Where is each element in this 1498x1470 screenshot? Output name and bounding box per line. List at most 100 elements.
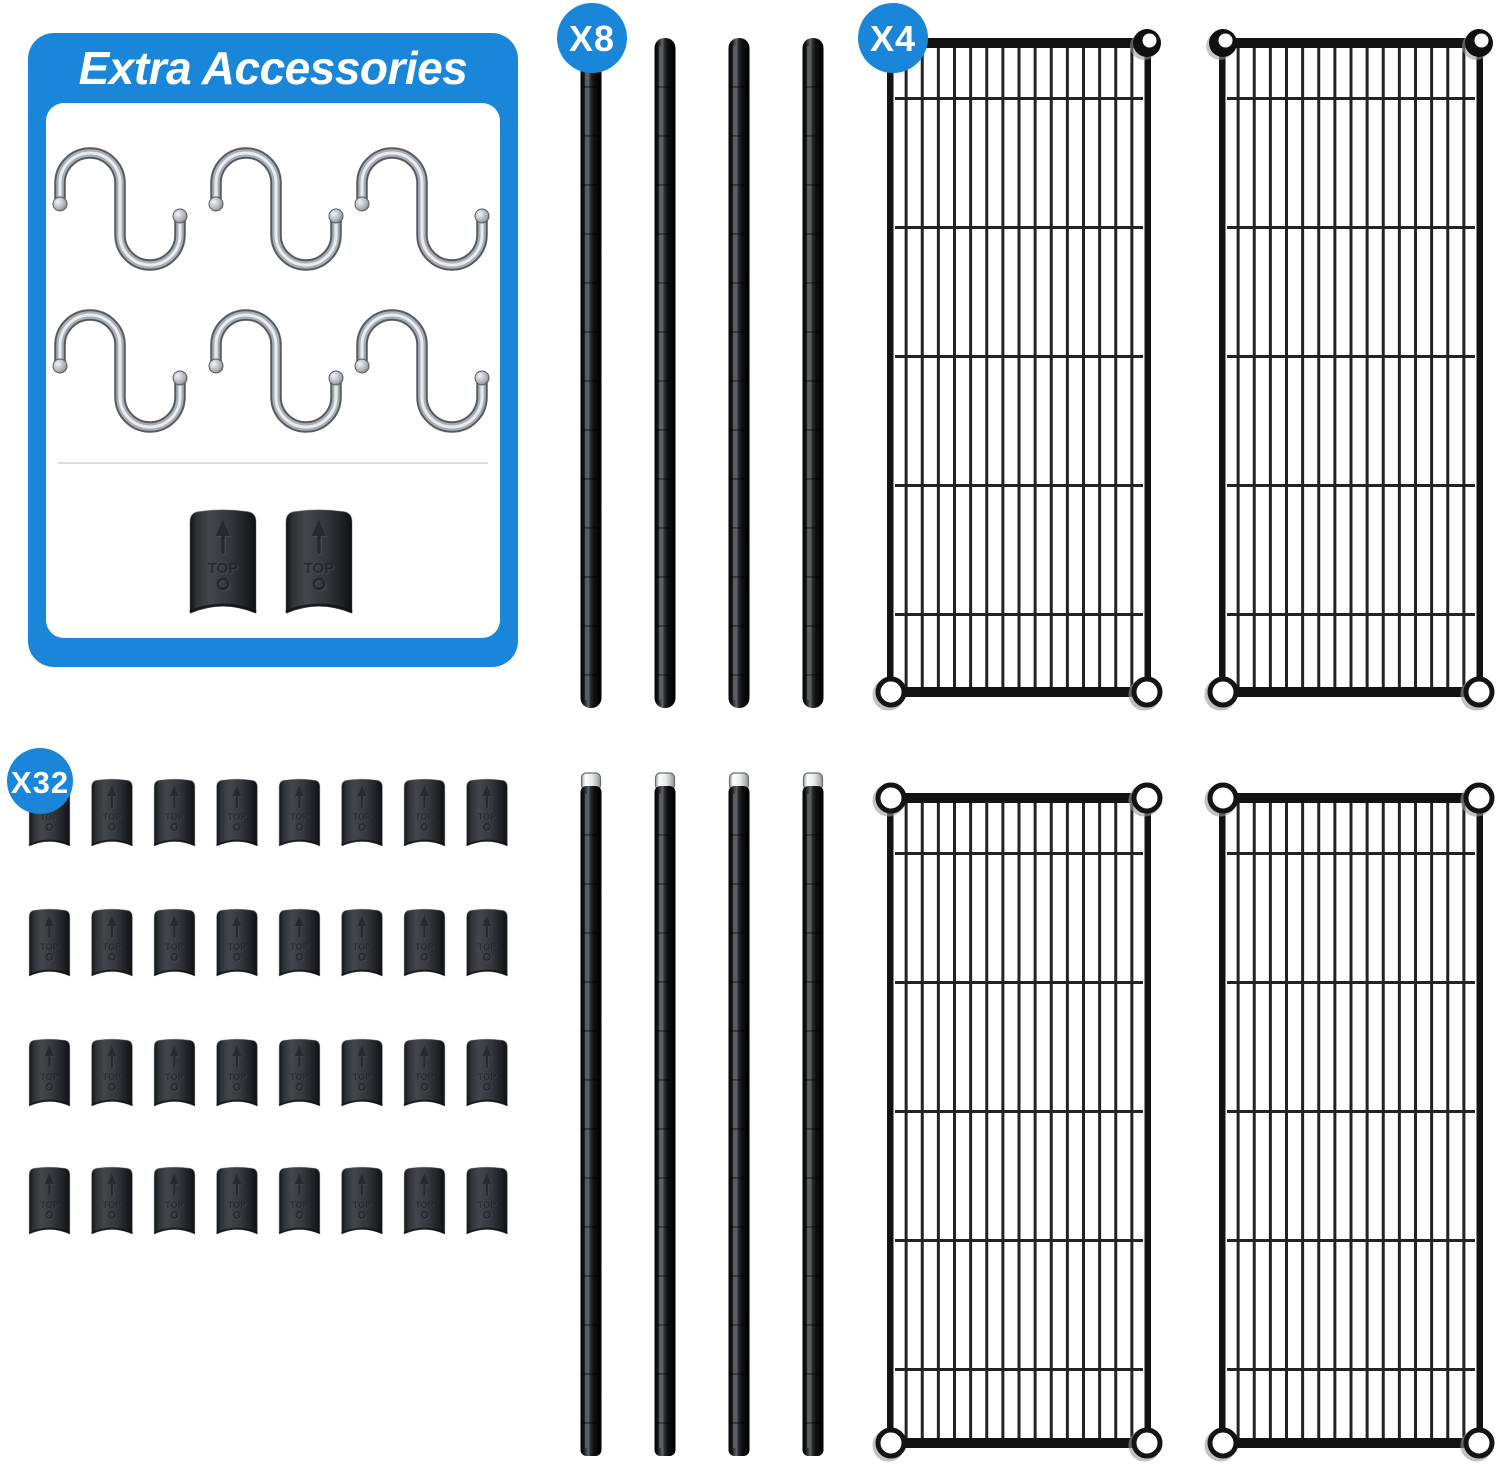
svg-text:TOP: TOP bbox=[291, 1073, 310, 1083]
s-hook bbox=[52, 147, 188, 271]
pole-sleeve: TOP TOP bbox=[153, 778, 196, 847]
svg-text:TOP: TOP bbox=[166, 1201, 185, 1211]
svg-text:TOP: TOP bbox=[40, 812, 59, 822]
pole-sleeve: TOP TOP bbox=[278, 908, 321, 977]
shelf-corner-ring bbox=[1128, 676, 1163, 711]
pole-sleeve: TOP TOP bbox=[91, 778, 133, 847]
shelf-pole bbox=[728, 38, 750, 708]
svg-text:TOP: TOP bbox=[305, 561, 336, 578]
svg-text:TOP: TOP bbox=[103, 1072, 122, 1082]
shelf-corner-ring bbox=[1460, 1427, 1495, 1462]
pole-sleeve: TOP TOP bbox=[28, 1038, 71, 1107]
pole-sleeve: TOP TOP bbox=[341, 778, 383, 847]
svg-text:TOP: TOP bbox=[228, 942, 247, 952]
pole-sleeve: TOP TOP bbox=[153, 1038, 196, 1107]
svg-text:TOP: TOP bbox=[41, 1073, 60, 1083]
pole-sleeve: TOP TOP bbox=[153, 908, 196, 977]
shelf-corner-ring bbox=[872, 676, 907, 711]
badge-sleeves-circle bbox=[7, 748, 73, 814]
svg-text:TOP: TOP bbox=[353, 942, 372, 952]
svg-text:TOP: TOP bbox=[103, 943, 122, 953]
svg-text:TOP: TOP bbox=[478, 1201, 497, 1211]
pole-sleeve: TOP TOP bbox=[278, 778, 321, 847]
pole-sleeve: TOP TOP bbox=[403, 908, 446, 977]
svg-text:TOP: TOP bbox=[478, 813, 497, 823]
shelf-corner-ring bbox=[1204, 1427, 1239, 1462]
svg-text:TOP: TOP bbox=[353, 1200, 372, 1210]
shelf-corner-ring bbox=[1206, 29, 1237, 60]
shelf-corner-ring bbox=[1204, 782, 1239, 817]
svg-text:TOP: TOP bbox=[103, 812, 122, 822]
svg-text:TOP: TOP bbox=[415, 1072, 434, 1082]
svg-text:TOP: TOP bbox=[415, 1200, 434, 1210]
shelf-corner-ring bbox=[1204, 676, 1239, 711]
svg-text:TOP: TOP bbox=[415, 942, 434, 952]
svg-text:TOP: TOP bbox=[103, 1200, 122, 1210]
svg-text:TOP: TOP bbox=[291, 943, 310, 953]
pole-sleeve: TOP TOP bbox=[285, 509, 353, 614]
svg-text:TOP: TOP bbox=[416, 943, 435, 953]
pole-sleeve: TOP TOP bbox=[189, 509, 257, 614]
s-hook bbox=[354, 147, 490, 271]
wire-shelf bbox=[872, 782, 1163, 1462]
pole-sleeve: TOP TOP bbox=[216, 778, 258, 847]
sample-sleeves-group: TOP TOP TOP TOP bbox=[189, 509, 353, 614]
pole-sleeve: TOP TOP bbox=[278, 1038, 321, 1107]
s-hooks-group bbox=[52, 147, 490, 433]
svg-text:TOP: TOP bbox=[41, 813, 60, 823]
pole-sleeve: TOP TOP bbox=[341, 908, 383, 977]
svg-text:TOP: TOP bbox=[478, 1200, 497, 1210]
pole-sleeve: TOP TOP bbox=[403, 1038, 446, 1107]
pole-sleeve: TOP TOP bbox=[153, 1166, 196, 1235]
svg-text:TOP: TOP bbox=[416, 813, 435, 823]
svg-text:TOP: TOP bbox=[416, 1073, 435, 1083]
shelves-group bbox=[872, 29, 1495, 1462]
badge-poles-circle bbox=[557, 3, 627, 73]
pole-sleeve: TOP TOP bbox=[278, 1166, 321, 1235]
badge-sleeves-label: X32 bbox=[11, 765, 69, 800]
svg-text:TOP: TOP bbox=[40, 1072, 59, 1082]
svg-text:TOP: TOP bbox=[166, 1073, 185, 1083]
s-hook bbox=[208, 147, 344, 271]
pole-sleeve: TOP TOP bbox=[91, 1166, 133, 1235]
svg-text:TOP: TOP bbox=[228, 943, 247, 953]
pole-sleeve: TOP TOP bbox=[216, 908, 258, 977]
s-hook bbox=[52, 309, 188, 433]
pole-sleeve: TOP TOP bbox=[341, 1038, 383, 1107]
pole-sleeve: TOP TOP bbox=[403, 778, 446, 847]
svg-text:TOP: TOP bbox=[228, 1072, 247, 1082]
wire-shelf bbox=[872, 29, 1163, 711]
svg-text:TOP: TOP bbox=[290, 812, 309, 822]
svg-text:TOP: TOP bbox=[208, 560, 239, 577]
badge-poles: X8 bbox=[557, 3, 627, 73]
pole-sleeve: TOP TOP bbox=[28, 908, 71, 977]
svg-text:TOP: TOP bbox=[103, 1201, 122, 1211]
svg-text:TOP: TOP bbox=[353, 813, 372, 823]
svg-text:TOP: TOP bbox=[40, 942, 59, 952]
wire-shelf bbox=[1204, 782, 1495, 1462]
svg-text:TOP: TOP bbox=[165, 1072, 184, 1082]
shelf-pole bbox=[580, 38, 602, 708]
svg-text:TOP: TOP bbox=[103, 942, 122, 952]
svg-text:TOP: TOP bbox=[209, 561, 240, 578]
s-hook bbox=[208, 309, 344, 433]
pole-sleeve: TOP TOP bbox=[216, 1038, 258, 1107]
shelf-corner-ring bbox=[1460, 782, 1495, 817]
svg-text:TOP: TOP bbox=[353, 1201, 372, 1211]
poles-group-bottom bbox=[580, 772, 824, 1456]
pole-sleeve: TOP TOP bbox=[341, 1166, 383, 1235]
shelf-corner-ring bbox=[1128, 782, 1163, 817]
svg-text:TOP: TOP bbox=[290, 942, 309, 952]
shelf-corner-ring bbox=[872, 782, 907, 817]
svg-text:TOP: TOP bbox=[165, 942, 184, 952]
pole-sleeve: TOP TOP bbox=[466, 908, 508, 977]
svg-text:TOP: TOP bbox=[353, 1073, 372, 1083]
shelf-corner-ring bbox=[1462, 29, 1493, 60]
shelf-pole bbox=[654, 38, 676, 708]
svg-text:TOP: TOP bbox=[103, 1073, 122, 1083]
svg-text:TOP: TOP bbox=[41, 1201, 60, 1211]
shelf-corner-ring bbox=[1460, 676, 1495, 711]
svg-text:TOP: TOP bbox=[166, 943, 185, 953]
pole-sleeve: TOP TOP bbox=[466, 1038, 508, 1107]
